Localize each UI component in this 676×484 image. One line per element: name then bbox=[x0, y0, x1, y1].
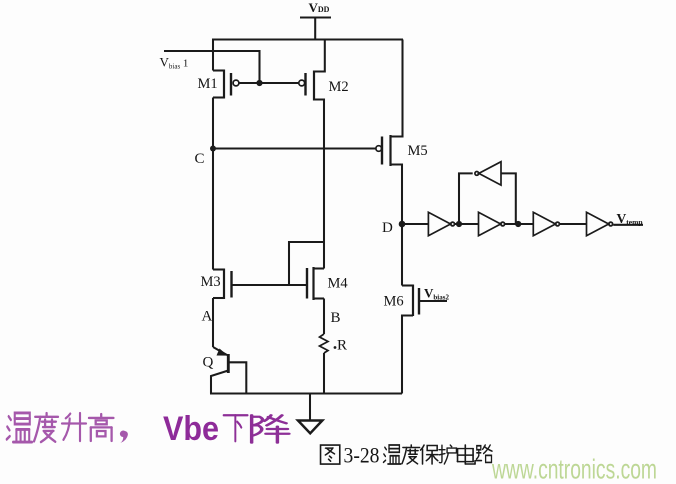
svg-text:B: B bbox=[331, 310, 341, 326]
svg-text:M2: M2 bbox=[329, 79, 349, 95]
svg-text:R: R bbox=[337, 338, 347, 354]
svg-text:3-28: 3-28 bbox=[344, 443, 380, 468]
svg-text:Q: Q bbox=[203, 355, 214, 371]
svg-text:D: D bbox=[382, 220, 393, 236]
svg-text:M1: M1 bbox=[198, 76, 218, 92]
svg-text:A: A bbox=[202, 309, 213, 325]
svg-text:M6: M6 bbox=[384, 294, 404, 310]
svg-text:M4: M4 bbox=[328, 276, 349, 292]
svg-text:www.cntronics.com: www.cntronics.com bbox=[491, 454, 657, 484]
svg-text:Vbe: Vbe bbox=[163, 410, 219, 448]
svg-text:M3: M3 bbox=[201, 274, 221, 290]
svg-text:M5: M5 bbox=[408, 143, 428, 159]
svg-text:C: C bbox=[195, 151, 205, 167]
svg-text:Vbias 1: Vbias 1 bbox=[160, 55, 189, 71]
